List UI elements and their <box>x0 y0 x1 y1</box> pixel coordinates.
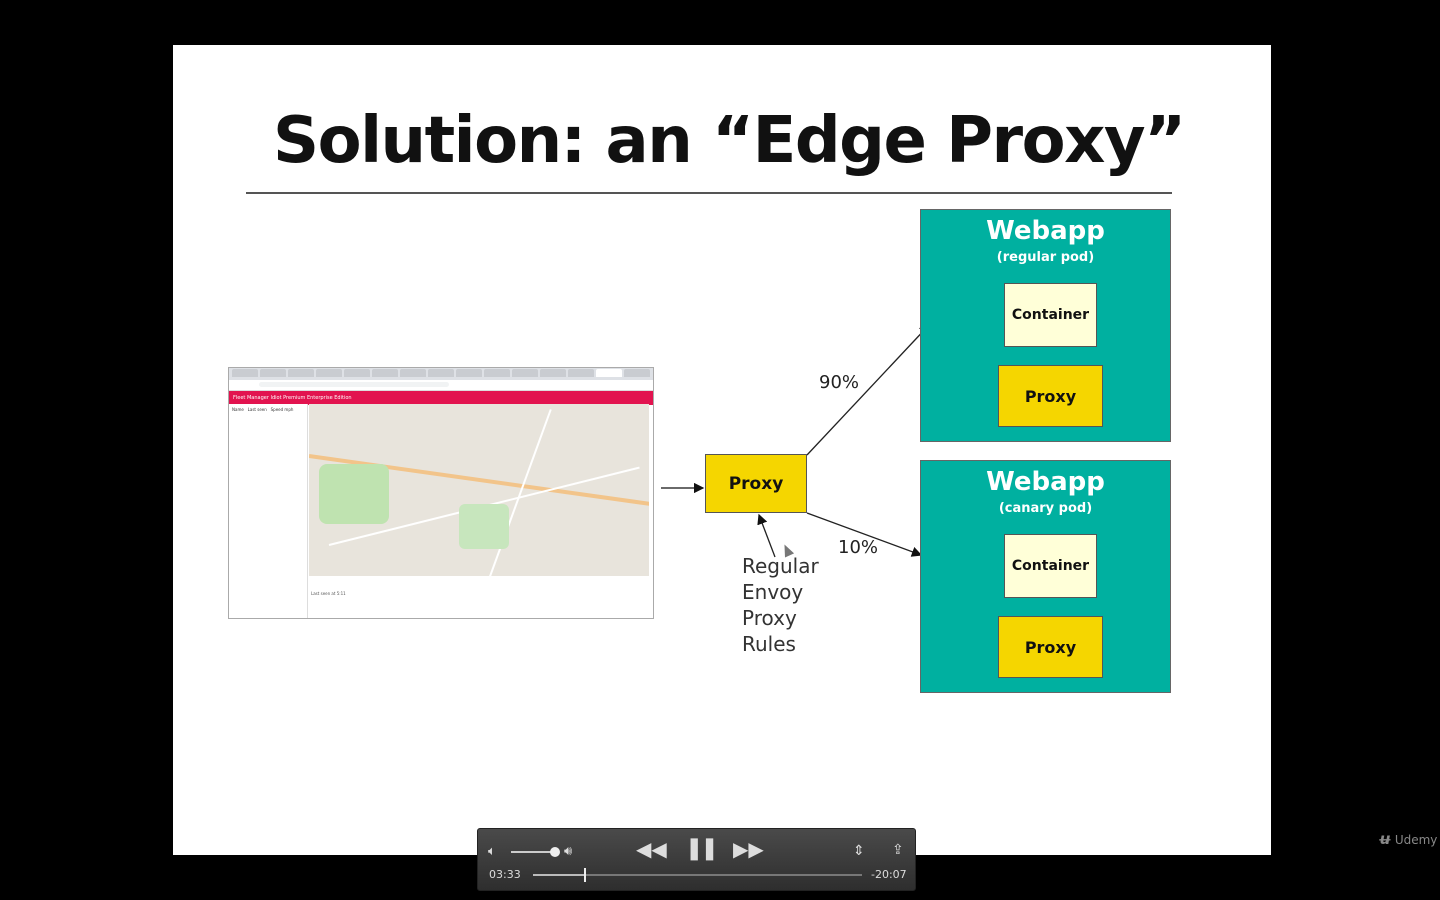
diagram-arrows <box>661 324 1055 636</box>
pod-container-box: Container <box>1004 534 1097 598</box>
seek-bar-playhead[interactable] <box>583 868 586 882</box>
remaining-time: -20:07 <box>871 868 907 881</box>
pod-name: Webapp <box>986 467 1105 497</box>
pod-name: Webapp <box>986 216 1105 246</box>
fast-forward-icon[interactable]: ▶▶ <box>733 837 764 861</box>
thumbnail-footer: Last seen at 5:11 <box>309 576 653 618</box>
pause-icon[interactable]: ❚❚ <box>685 836 719 861</box>
rewind-icon[interactable]: ◀◀ <box>636 837 667 861</box>
pod-subtitle: (canary pod) <box>998 501 1093 516</box>
thumbnail-map <box>309 404 649 576</box>
edge-proxy-box: Proxy <box>705 454 807 513</box>
volume-high-icon[interactable]: 🔊︎ <box>564 844 573 859</box>
split-label-90: 90% <box>819 372 860 393</box>
split-label-10: 10% <box>838 537 879 558</box>
udemy-watermark-text: Udemy <box>1394 833 1438 847</box>
slide: Solution: an “Edge Proxy” Fleet Manager … <box>173 45 1271 855</box>
browser-screenshot-thumbnail: Fleet Manager Idiot Premium Enterprise E… <box>228 367 654 619</box>
seek-bar-progress <box>533 874 584 876</box>
thumbnail-header-lastseen: Last seen <box>247 407 267 412</box>
volume-slider[interactable] <box>511 851 553 853</box>
arrow-proxy-to-regular <box>806 324 930 456</box>
thumbnail-sidebar: Name Last seen Speed mph <box>229 404 308 618</box>
slide-title: Solution: an “Edge Proxy” <box>273 104 1186 178</box>
thumbnail-header-speed: Speed mph <box>270 407 294 412</box>
rules-line-3: Proxy <box>742 606 797 630</box>
browser-tab-strip <box>229 368 653 380</box>
pod-proxy-box: Proxy <box>998 616 1103 678</box>
share-icon[interactable]: ⇪ <box>892 842 904 858</box>
pod-container-box: Container <box>1004 283 1097 347</box>
thumbnail-footer-text: Last seen at 5:11 <box>311 591 346 596</box>
envoy-rules-label: Regular Envoy Proxy Rules <box>742 553 819 657</box>
seek-bar[interactable] <box>533 868 862 882</box>
elapsed-time: 03:33 <box>489 868 521 881</box>
video-player-controls: 🔈︎ 🔊︎ ◀◀ ❚❚ ▶▶ ⇕ ⇪ 03:33 -20:07 <box>477 828 916 891</box>
rules-line-2: Envoy <box>742 580 804 604</box>
volume-slider-knob[interactable] <box>550 847 560 857</box>
regular-pod: Webapp (regular pod) Container Proxy <box>920 209 1171 442</box>
resize-icon[interactable]: ⇕ <box>853 843 865 859</box>
arrow-rules-to-proxy <box>757 513 776 558</box>
pod-proxy-box: Proxy <box>998 365 1103 427</box>
thumbnail-appbar: Fleet Manager Idiot Premium Enterprise E… <box>229 391 653 405</box>
volume-low-icon[interactable]: 🔈︎ <box>488 844 496 859</box>
thumbnail-header-name: Name <box>232 407 244 412</box>
title-divider <box>246 192 1172 194</box>
udemy-logo-icon: ʉ <box>1378 830 1392 848</box>
browser-address-bar <box>229 380 653 391</box>
pod-subtitle: (regular pod) <box>996 250 1095 265</box>
rules-line-4: Rules <box>742 632 796 656</box>
canary-pod: Webapp (canary pod) Container Proxy <box>920 460 1171 693</box>
arrow-proxy-to-canary <box>806 512 923 557</box>
rules-line-1: Regular <box>742 554 819 578</box>
